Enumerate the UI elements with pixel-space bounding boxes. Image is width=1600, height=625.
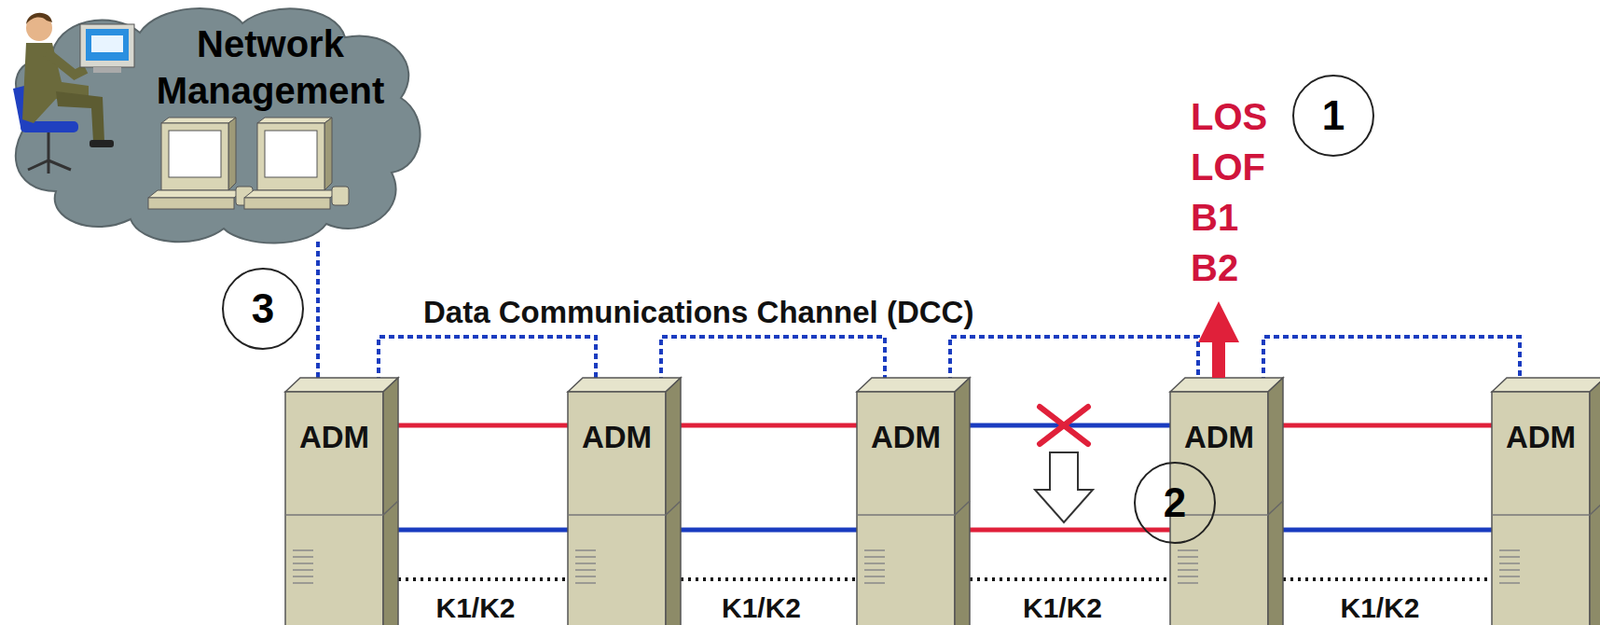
dcc-link [1263,336,1520,392]
alarm-arrow [1198,301,1240,378]
adm-node: ADM [856,391,955,625]
fiber-span [1268,423,1492,428]
alarm-name: B2 [1190,246,1239,290]
dcc-link [661,336,885,392]
management-cloud: Network Management [0,0,429,248]
adm-label: ADM [285,391,384,456]
k1k2-channel [954,577,1171,581]
fiber-span [1268,527,1492,533]
adm-chassis [285,377,399,625]
fiber-span [954,527,1171,533]
edge-label: K1/K2 [435,592,515,625]
switch-arrow [1034,452,1093,523]
adm-chassis [1170,377,1283,625]
adm-node: ADM [567,391,666,625]
edge-label: K1/K2 [1339,592,1420,625]
fiber-span [665,527,857,533]
alarm-name: B1 [1190,195,1239,239]
alarm-name: LOF [1190,145,1266,189]
adm-label: ADM [1170,391,1269,456]
adm-node: ADM [1491,391,1590,625]
callout-number: 1 [1322,92,1345,140]
fault-cross [1039,406,1089,444]
fiber-span [665,423,857,428]
k1k2-channel [383,577,568,581]
cloud-title: Network Management [130,20,411,114]
channel-label: Data Communications Channel (DCC) [423,294,974,331]
adm-label: ADM [567,391,666,456]
adm-node: ADM [285,391,384,625]
adm-label: ADM [856,391,955,456]
alarm-name: LOS [1190,95,1268,138]
k1k2-channel [1268,577,1492,581]
callout-number: 3 [251,285,275,333]
adm-chassis [856,377,970,625]
dcc-link [316,241,320,392]
callout-number: 2 [1163,479,1187,527]
edge-label: K1/K2 [1022,592,1103,625]
fiber-span [383,527,568,533]
dcc-link [950,336,1199,392]
dcc-link [378,336,596,392]
k1k2-channel [665,577,857,581]
fiber-span [383,423,568,428]
adm-chassis [567,377,681,625]
edge-label: K1/K2 [721,592,801,625]
adm-chassis [1491,377,1600,625]
adm-label: ADM [1491,391,1590,456]
